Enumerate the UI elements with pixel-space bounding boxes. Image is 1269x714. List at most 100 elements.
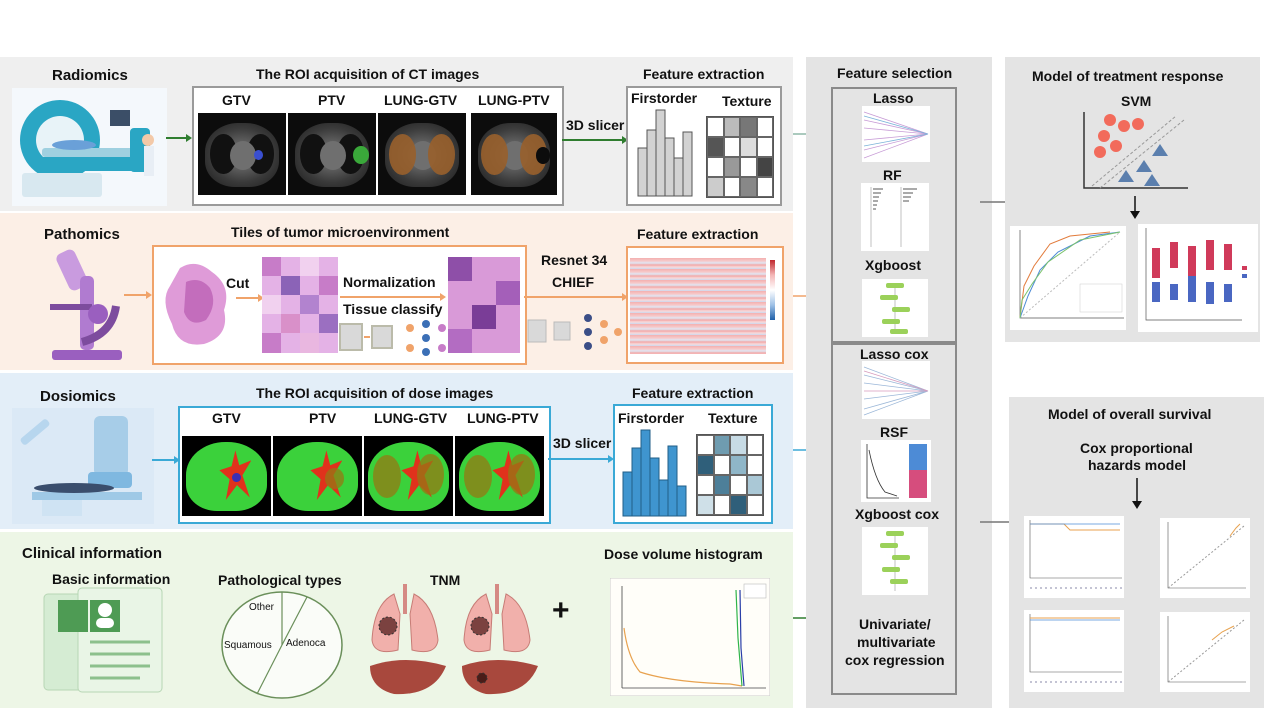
tnm-label: TNM: [430, 572, 461, 588]
plus-sign: +: [552, 594, 570, 627]
overall-survival-title: Model of overall survival: [1048, 406, 1212, 422]
km-curve-plot-1: [1024, 516, 1124, 598]
fs-rsf-label: RSF: [880, 424, 908, 440]
arrow-icon: [548, 455, 614, 463]
dvh-title: Dose volume histogram: [604, 546, 763, 562]
dosiomics-firstorder-label: Firstorder: [618, 410, 685, 426]
basic-info-label: Basic information: [52, 571, 171, 587]
dosiomics-fe-title: Feature extraction: [632, 385, 754, 401]
arrow-icon: [124, 291, 152, 299]
patient-record-icon: [43, 587, 163, 693]
calibration-plot-1: [1160, 518, 1250, 598]
rsf-plot: [861, 440, 931, 502]
ct-label-lung-ptv: LUNG-PTV: [478, 92, 550, 108]
dose-image-lung-ptv: [455, 436, 544, 516]
pathomics-tiles-title: Tiles of tumor microenvironment: [231, 224, 450, 240]
dose-label-ptv: PTV: [309, 410, 337, 426]
clinical-title: Clinical information: [22, 545, 163, 562]
arrow-icon: [562, 136, 628, 144]
svm-label: SVM: [1121, 93, 1152, 109]
pathomics-heatmap-colorbar: [770, 260, 775, 320]
treatment-response-title: Model of treatment response: [1032, 68, 1224, 84]
dosiomics-tool-label: 3D slicer: [553, 435, 612, 451]
rf-importance-plot: [861, 183, 929, 251]
fs-rf-label: RF: [883, 167, 902, 183]
wsi-slide-illustration: [165, 263, 227, 345]
ct-image-ptv: [288, 113, 376, 195]
ct-label-gtv: GTV: [222, 92, 251, 108]
lasso-cox-plot: [862, 361, 930, 419]
microscope-icon: [50, 249, 122, 360]
arrow-icon: [166, 134, 192, 142]
fs-regression-label-1: Univariate/: [859, 616, 931, 632]
fs-lasso-cox-label: Lasso cox: [860, 346, 929, 362]
ct-image-lung-ptv: [471, 113, 557, 195]
ct-image-gtv: [198, 113, 286, 195]
arrow-icon: [1132, 478, 1142, 509]
pathomics-cut-label: Cut: [226, 275, 250, 291]
xgboost-tree: [862, 279, 928, 337]
fs-xgboost-cox-label: Xgboost cox: [855, 506, 940, 522]
feature-selection-title: Feature selection: [837, 65, 953, 81]
dose-roi-title: The ROI acquisition of dose images: [256, 385, 494, 401]
pie-label-squamous: Squamous: [224, 640, 272, 651]
fs-group1-box: [831, 87, 957, 345]
radiomics-title: Radiomics: [52, 67, 128, 84]
radiomics-fe-title: Feature extraction: [643, 66, 765, 82]
dosiomics-texture-label: Texture: [708, 410, 758, 426]
pathological-types-label: Pathological types: [218, 572, 342, 588]
dvh-chart: [610, 578, 770, 696]
radiomics-histogram: [637, 109, 693, 197]
pathomics-title: Pathomics: [44, 226, 120, 243]
cox-model-label-1: Cox proportional: [1080, 440, 1193, 456]
arrow-icon: [152, 456, 180, 464]
feature-network-illustration: [527, 314, 622, 350]
pathomics-normalization-label: Normalization: [343, 274, 436, 290]
dose-label-lung-gtv: LUNG-GTV: [374, 410, 448, 426]
fs-regression-label-2: multivariate: [857, 634, 936, 650]
pathomics-fe-title: Feature extraction: [637, 226, 759, 242]
fs-group2-box: [831, 341, 957, 695]
svm-scatter: [1083, 112, 1188, 189]
arrow-icon: [340, 293, 446, 301]
arrow-icon: [236, 294, 264, 302]
dose-label-gtv: GTV: [212, 410, 241, 426]
radiotherapy-machine-illustration: [12, 408, 154, 524]
dose-image-gtv: [182, 436, 271, 516]
fs-xgboost-label: Xgboost: [865, 257, 921, 273]
ct-scanner-illustration: [12, 88, 167, 206]
pie-label-adenoca: Adenoca: [286, 638, 326, 649]
arrow-icon: [524, 293, 628, 301]
pathological-pie: [221, 591, 343, 699]
dose-image-ptv: [273, 436, 362, 516]
km-curve-plot-2: [1024, 610, 1124, 692]
pie-label-other: Other: [249, 602, 275, 613]
ct-image-lung-gtv: [378, 113, 466, 195]
radiomics-tool-label: 3D slicer: [566, 117, 625, 133]
lasso-plot: [862, 106, 930, 162]
ct-label-lung-gtv: LUNG-GTV: [384, 92, 458, 108]
dosiomics-title: Dosiomics: [40, 388, 116, 405]
tile-mosaic: [262, 257, 338, 353]
pathomics-feature-heatmap: [630, 258, 766, 354]
response-boxplot: [1138, 224, 1258, 332]
radiomics-firstorder-label: Firstorder: [631, 90, 698, 106]
calibration-plot-2: [1160, 612, 1250, 692]
roc-curve-plot: [1010, 226, 1126, 330]
tnm-organ-illustration: [370, 584, 538, 695]
fs-regression-label-3: cox regression: [845, 652, 945, 668]
radiomics-texture-matrix: [706, 116, 774, 198]
fs-lasso-label: Lasso: [873, 90, 914, 106]
dosiomics-texture-matrix: [696, 434, 764, 516]
ct-label-ptv: PTV: [318, 92, 346, 108]
pathomics-model-label-1: Resnet 34: [541, 252, 608, 268]
radiomics-texture-label: Texture: [722, 93, 772, 109]
dosiomics-histogram: [622, 429, 687, 517]
dose-image-lung-gtv: [364, 436, 453, 516]
classified-tiles: [448, 257, 520, 353]
arrow-icon: [1130, 196, 1140, 219]
xgboost-cox-tree: [862, 527, 928, 595]
pathomics-model-label-2: CHIEF: [552, 274, 594, 290]
ct-roi-title: The ROI acquisition of CT images: [256, 66, 480, 82]
